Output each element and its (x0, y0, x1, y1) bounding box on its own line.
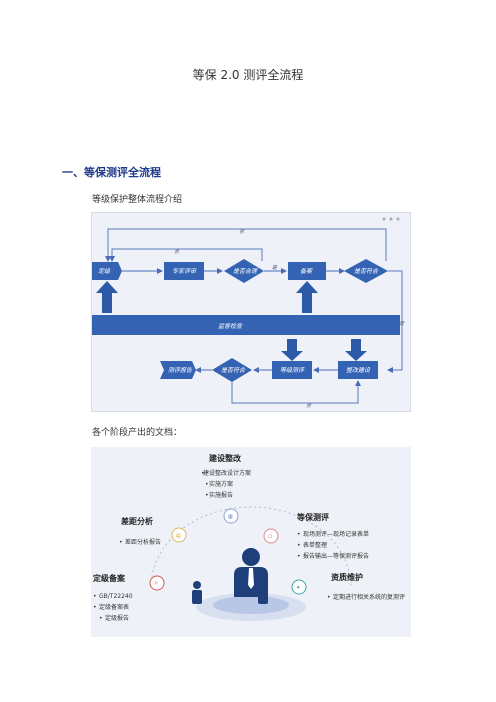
feedback-line-bottom (231, 380, 361, 404)
node-is-compliant-1 (224, 259, 264, 283)
up-arrow-filing-icon (296, 281, 318, 313)
svg-text:▥: ▥ (228, 514, 233, 520)
node-expert-review-label: 专家评审 (172, 267, 197, 275)
stage-item-filing-1: GB/T22240 (99, 593, 133, 600)
svg-text:⚐: ⚐ (154, 581, 158, 587)
node-is-compliant-3 (212, 358, 252, 382)
feedback-line-top (105, 228, 387, 262)
filing-icon (149, 575, 165, 591)
stage-item-construction-2: 实施方案 (209, 480, 233, 488)
svg-text:•: • (93, 604, 97, 611)
node-report (160, 361, 196, 379)
svg-text:✦: ✦ (296, 585, 300, 591)
svg-text:▤: ▤ (176, 533, 181, 539)
down-arrow-rectification-icon (345, 339, 367, 361)
svg-text:•: • (205, 481, 209, 488)
svg-text:☖: ☖ (268, 534, 273, 540)
node-rectification (338, 361, 378, 379)
edge-label-yes: 是 (272, 265, 278, 271)
intro-text: 等级保护整体流程介绍 (92, 195, 183, 205)
node-grading (92, 262, 122, 280)
stage-documents-diagram: ▥ ▤ ☖ ⚐ ✦ 建设整改 建设整改设计方案 实施方案 实施报告 ••• 差距… (91, 447, 411, 637)
node-is-compliant-1-label: 是否合理 (233, 267, 258, 275)
node-grading-label: 定级 (98, 267, 111, 275)
svg-text:•: • (205, 492, 209, 499)
svg-text:•: • (327, 594, 331, 601)
stage-item-maintenance-1: 定期进行相关系统的复测评 (333, 593, 405, 601)
stage-item-gap-analysis-1: 差距分析报告 (125, 538, 161, 546)
node-is-compliant-2-label: 是否符合 (354, 267, 379, 275)
stage-title-assessment: 等保测评 (296, 512, 329, 522)
feedback-line-right (387, 270, 403, 373)
node-expert-review (164, 262, 204, 280)
construction-icon (223, 508, 239, 524)
stage-item-filing-3: 定级报告 (105, 614, 129, 622)
up-arrow-grading-icon (96, 281, 118, 313)
svg-text:•: • (297, 542, 301, 549)
stage-title-construction: 建设整改 (208, 453, 242, 463)
feedback-line-second (109, 248, 263, 262)
businessman-icon (234, 548, 268, 597)
svg-text:•: • (297, 553, 301, 560)
node-is-compliant-3-label: 是否符合 (221, 366, 246, 374)
window-controls-icon (382, 217, 400, 221)
person-right-icon (258, 581, 268, 604)
node-supervision (92, 315, 400, 335)
page-title: 等保 2.0 测评全流程 (192, 68, 304, 82)
assessment-icon (263, 528, 279, 544)
edge-label-no-bottom: 否 (306, 403, 312, 409)
node-level-assessment-label: 等级测评 (280, 366, 305, 374)
svg-text:•: • (201, 470, 205, 477)
gap-analysis-icon (171, 527, 187, 543)
process-flowchart: 否 否 定级 专家评审 是否合理 是 备案 是否符合 监督检查 否 整 (91, 212, 411, 412)
stage-item-assessment-3: 报告输出—等保测评报告 (303, 552, 369, 560)
edge-label-no-top: 否 (239, 229, 245, 235)
edge-label-no-second: 否 (174, 249, 180, 255)
stage-item-assessment-1: 现场测评—现场记录表单 (303, 530, 369, 538)
node-rectification-label: 整改建设 (346, 366, 371, 374)
node-level-assessment (272, 361, 312, 379)
svg-text:•: • (297, 531, 301, 538)
stage-item-assessment-2: 表单整理 (303, 541, 327, 549)
node-filing-label: 备案 (300, 267, 313, 275)
maintenance-icon (291, 579, 307, 595)
edge-label-no-right: 否 (399, 321, 405, 327)
stage-title-gap-analysis: 差距分析 (120, 516, 153, 526)
stage-title-maintenance: 资质维护 (331, 572, 363, 582)
person-left-icon (192, 581, 202, 604)
node-supervision-label: 监督检查 (218, 322, 243, 330)
svg-text:•: • (119, 539, 123, 546)
stage-docs-caption: 各个阶段产出的文档： (92, 428, 183, 438)
stage-item-construction-1: 建设整改设计方案 (203, 469, 251, 477)
svg-text:•: • (93, 593, 97, 600)
stage-item-construction-3: 实施报告 (209, 491, 233, 499)
section-heading: 一、等保测评全流程 (62, 166, 161, 179)
stage-title-filing: 定级备案 (92, 573, 126, 583)
svg-text:•: • (99, 615, 103, 622)
node-is-compliant-2 (344, 259, 388, 283)
stage-item-filing-2: 定级备案表 (99, 603, 129, 611)
down-arrow-assessment-icon (281, 339, 303, 361)
node-report-label: 测评报告 (168, 366, 193, 374)
node-filing (288, 262, 326, 280)
